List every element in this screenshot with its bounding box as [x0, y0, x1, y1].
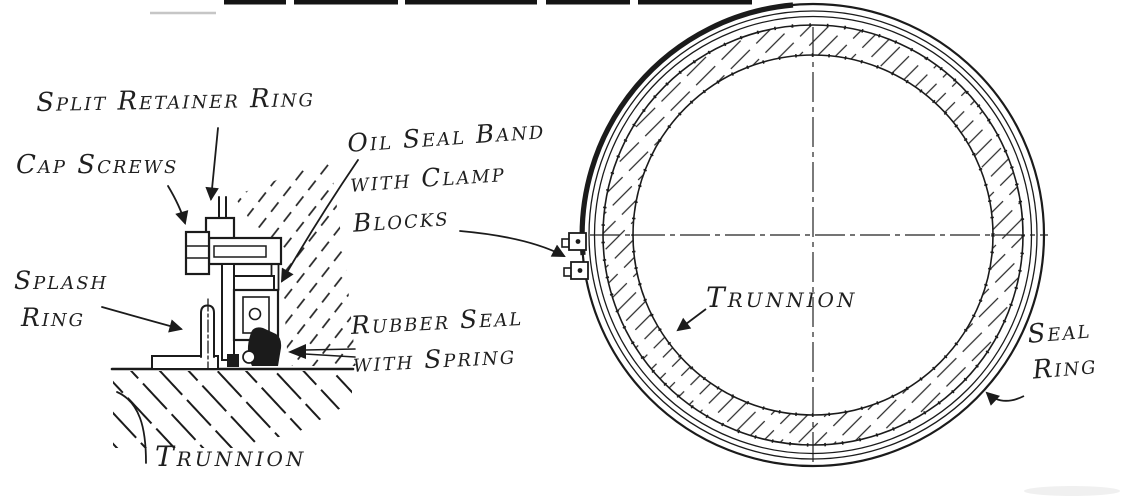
leader-cap-screws	[167, 185, 189, 225]
center-lines	[590, 27, 1048, 467]
leader-split-retainer-ring	[205, 127, 219, 202]
rubber-seal-shape	[227, 327, 282, 367]
leader-seal-ring	[985, 391, 1025, 406]
leader-arrows-left	[101, 127, 566, 464]
label-trunnion-section: Trunnion	[706, 281, 858, 314]
housing-hatching	[234, 160, 356, 366]
leader-rubber-seal-arrowhead	[288, 344, 306, 359]
label-seal-ring-line2: Ring	[1031, 350, 1099, 386]
label-splash-ring-line2: Ring	[21, 303, 86, 332]
leader-arrows-right	[676, 308, 1025, 406]
label-trunnion-detail: Trunnion	[155, 440, 307, 473]
scan-artifacts	[150, 0, 1120, 496]
label-rubber-seal: Rubber Seal with Spring	[350, 298, 526, 383]
leader-trunnion-bracket	[116, 391, 147, 464]
cap-screw-shape	[204, 196, 236, 244]
seal-band-body-shape	[221, 263, 275, 361]
trunnion-outer-circle	[602, 24, 1024, 446]
label-oil-seal-band: Oil Seal Band with Clamp Blocks	[346, 110, 552, 244]
leader-trunnion-section	[676, 308, 707, 332]
trunnion-inner-ticks	[631, 53, 995, 417]
heavy-upper-left-arc	[579, 2, 794, 256]
leader-oil-seal-band	[280, 159, 359, 283]
cross-section-view	[101, 127, 566, 464]
leader-rubber-seal-tail	[304, 348, 356, 358]
splash-ring-shape	[151, 298, 219, 370]
seal-ring-mid-circle	[588, 10, 1038, 460]
end-view	[561, 2, 1048, 468]
label-cap-screws: Cap Screws	[16, 150, 179, 180]
retainer-flange-shape	[184, 230, 283, 291]
leader-clamp-blocks	[459, 230, 566, 257]
label-split-retainer-ring: Split Retainer Ring	[35, 83, 316, 118]
seal-spring-circle	[242, 350, 256, 364]
leader-splash-ring	[101, 306, 183, 333]
label-seal-ring: Seal Ring	[1026, 311, 1099, 389]
label-splash-ring-line1: Splash	[14, 266, 109, 295]
seal-ring-inner-circle	[593, 15, 1033, 455]
rim-clamp-blocks	[561, 232, 589, 280]
trunnion-hatching	[113, 371, 352, 448]
faint-corner-smudge	[1024, 486, 1120, 496]
label-seal-ring-line1: Seal	[1026, 314, 1093, 350]
label-splash-ring: Splash Ring	[14, 262, 108, 336]
